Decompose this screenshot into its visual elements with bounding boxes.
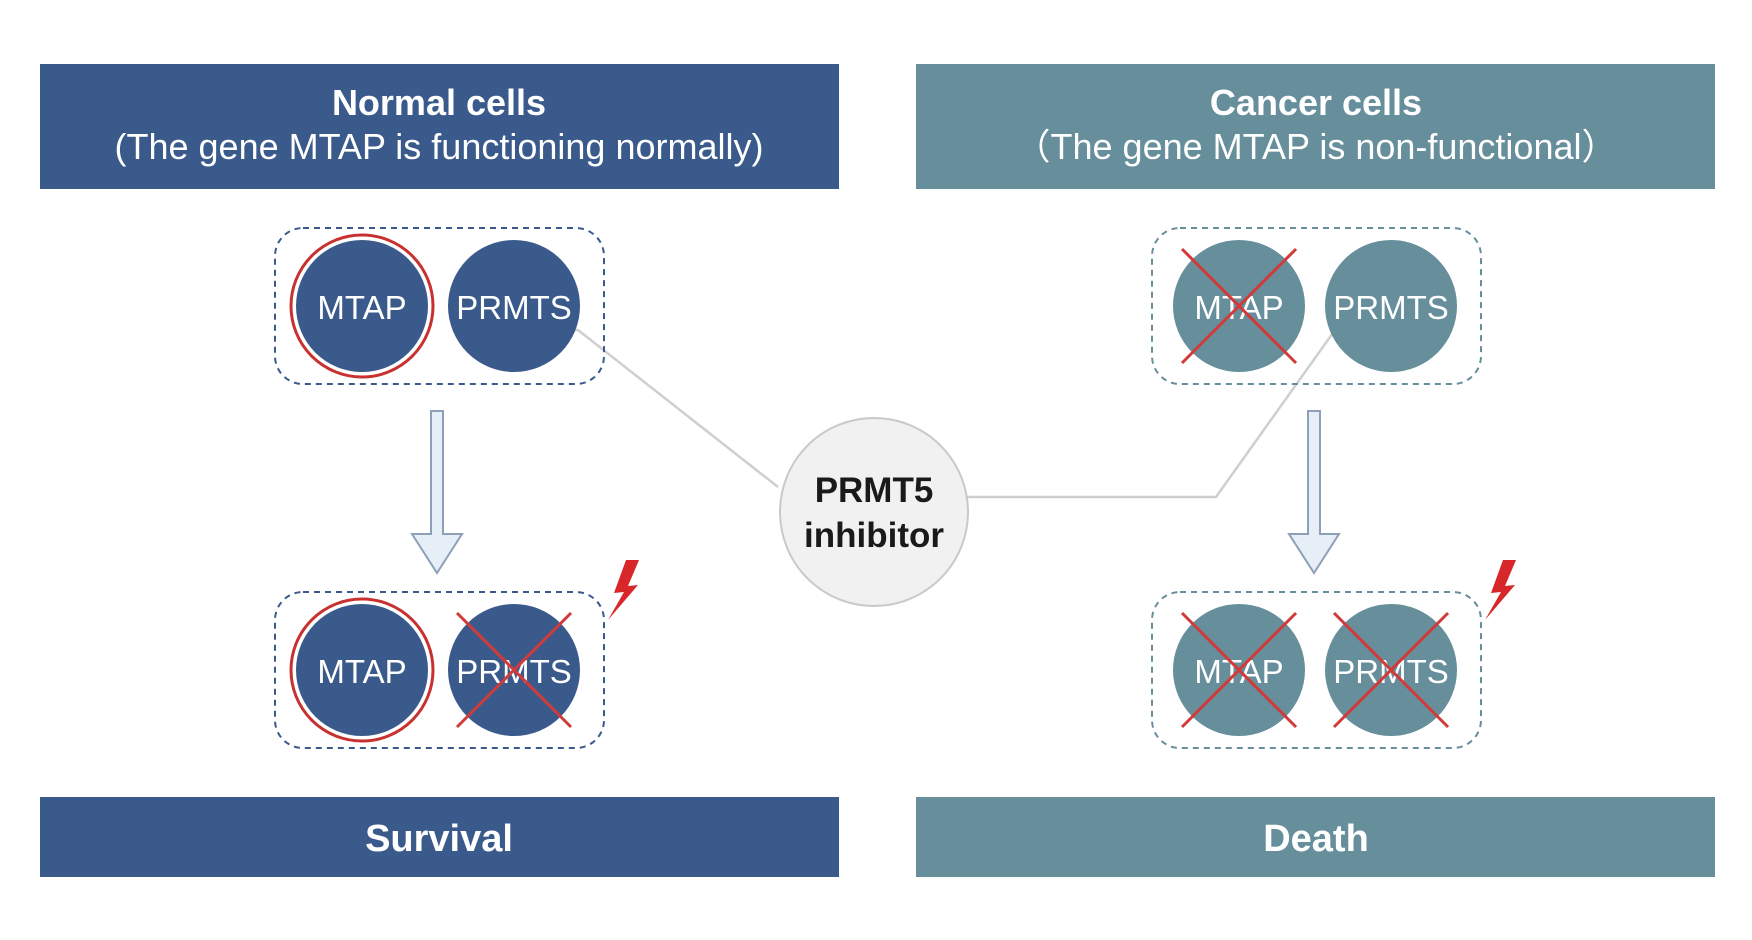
normal-top-group	[274, 227, 605, 385]
cancer-cells-subtitle: （The gene MTAP is non-functional）	[1015, 126, 1618, 167]
prmt-circle-cancer-top	[1325, 240, 1457, 372]
mtap-label-normal-top: MTAP	[317, 289, 406, 326]
prmt5-inhibitor-line1: PRMT5	[815, 471, 934, 510]
death-label: Death	[1263, 818, 1369, 860]
cancer-top-group	[1151, 227, 1482, 385]
mtap-disc-normal-bottom	[296, 604, 428, 736]
prmt-circle-normal-top	[448, 240, 580, 372]
normal-cells-subtitle: (The gene MTAP is functioning normally)	[115, 126, 764, 167]
prmt5-inhibitor-line2: inhibitor	[804, 516, 944, 555]
death-bar	[916, 797, 1715, 877]
cancer-cells-title: Cancer cells	[1210, 82, 1422, 123]
normal-bottom-group	[274, 591, 605, 749]
mtap-label-normal-bottom: MTAP	[317, 653, 406, 690]
prmt-label-cancer-top: PRMTS	[1333, 289, 1449, 326]
down-arrow-cancer	[1287, 410, 1341, 575]
mtap-disc-normal-top	[296, 240, 428, 372]
prmt5-inhibitor-circle	[779, 417, 969, 607]
survival-label: Survival	[365, 818, 513, 860]
survival-bar	[40, 797, 839, 877]
lightning-icon-cancer	[1485, 560, 1516, 620]
prmt-label-normal-top: PRMTS	[456, 289, 572, 326]
normal-cells-title: Normal cells	[332, 82, 546, 123]
normal-cells-header	[40, 64, 839, 189]
cancer-bottom-group	[1151, 591, 1482, 749]
lightning-icon-normal	[608, 560, 639, 620]
cancer-cells-header	[916, 64, 1715, 189]
down-arrow-normal	[410, 410, 464, 575]
